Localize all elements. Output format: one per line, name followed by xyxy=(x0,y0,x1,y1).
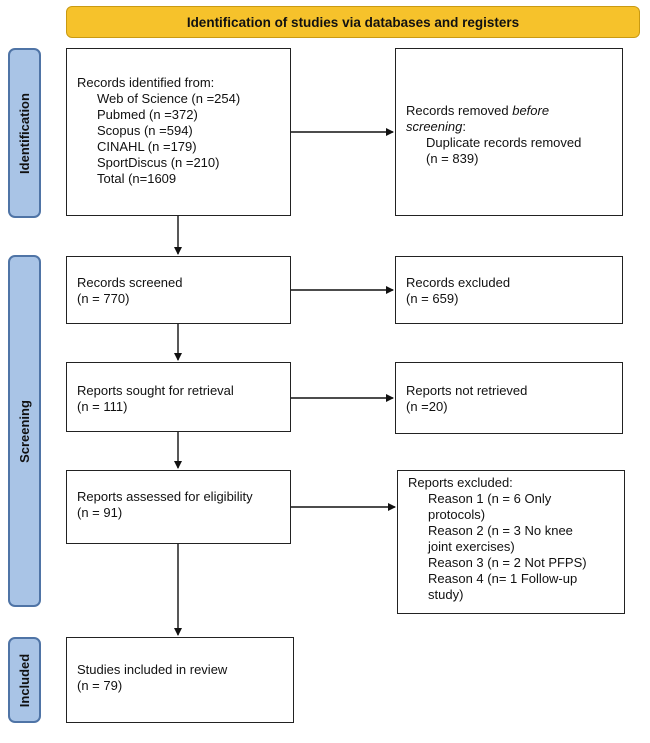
reports-not-retrieved-label: Reports not retrieved xyxy=(406,383,528,398)
source-total: Total (n=1609 xyxy=(97,171,177,186)
phase-screening: Screening xyxy=(8,255,41,607)
source-sportdiscus: SportDiscus (n =210) xyxy=(97,155,220,170)
records-identified-box: Records identified from: Web of Science … xyxy=(66,48,291,216)
duplicates-removed-label: Duplicate records removed xyxy=(426,135,582,150)
reports-excluded-box: Reports excluded: Reason 1 (n = 6 Only p… xyxy=(397,470,625,614)
reason-4-line1: Reason 4 (n= 1 Follow-up xyxy=(428,571,578,586)
studies-included-count: (n = 79) xyxy=(77,678,123,693)
records-removed-box: Records removed before screening: Duplic… xyxy=(395,48,623,216)
source-web-of-science: Web of Science (n =254) xyxy=(97,91,241,106)
studies-included-box: Studies included in review (n = 79) xyxy=(66,637,294,723)
source-cinahl: CINAHL (n =179) xyxy=(97,139,197,154)
reports-sought-count: (n = 111) xyxy=(77,399,128,414)
records-screened-box: Records screened (n = 770) xyxy=(66,256,291,324)
reports-not-retrieved-count: (n =20) xyxy=(406,399,448,414)
reason-2-line2: joint exercises) xyxy=(428,539,515,554)
reason-1-line1: Reason 1 (n = 6 Only xyxy=(428,491,552,506)
records-identified-heading: Records identified from: xyxy=(77,75,215,90)
records-screened-label: Records screened xyxy=(77,275,183,290)
reason-1-line2: protocols) xyxy=(428,507,486,522)
reports-sought-box: Reports sought for retrieval (n = 111) xyxy=(66,362,291,432)
reports-not-retrieved-box: Reports not retrieved (n =20) xyxy=(395,362,623,434)
source-pubmed: Pubmed (n =372) xyxy=(97,107,198,122)
records-excluded-box: Records excluded (n = 659) xyxy=(395,256,623,324)
reports-assessed-label: Reports assessed for eligibility xyxy=(77,489,253,504)
reason-3: Reason 3 (n = 2 Not PFPS) xyxy=(428,555,587,570)
records-removed-line2: screening: xyxy=(406,119,466,134)
reports-sought-label: Reports sought for retrieval xyxy=(77,383,234,398)
records-excluded-label: Records excluded xyxy=(406,275,511,290)
phase-included: Included xyxy=(8,637,41,723)
reports-assessed-box: Reports assessed for eligibility (n = 91… xyxy=(66,470,291,544)
reason-4-line2: study) xyxy=(428,587,464,602)
records-excluded-count: (n = 659) xyxy=(406,291,459,306)
records-screened-count: (n = 770) xyxy=(77,291,130,306)
source-scopus: Scopus (n =594) xyxy=(97,123,193,138)
phase-identification: Identification xyxy=(8,48,41,218)
duplicates-removed-count: (n = 839) xyxy=(426,151,479,166)
header-banner: Identification of studies via databases … xyxy=(66,6,640,38)
reports-excluded-heading: Reports excluded: xyxy=(408,475,513,490)
studies-included-label: Studies included in review xyxy=(77,662,228,677)
reports-assessed-count: (n = 91) xyxy=(77,505,123,520)
records-removed-line1: Records removed before xyxy=(406,103,550,118)
reason-2-line1: Reason 2 (n = 3 No knee xyxy=(428,523,573,538)
